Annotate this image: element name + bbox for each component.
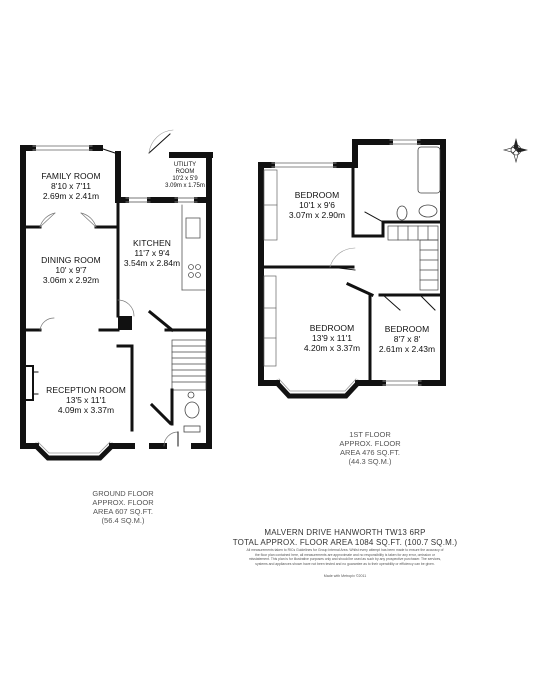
bedroom-3-dim-imperial: 8'7 x 8'	[393, 333, 421, 344]
bedroom-1-label: BEDROOM 10'1 x 9'6 3.07m x 2.90m	[282, 190, 352, 220]
stairs-first	[387, 225, 439, 291]
first-floor-area-line-2: APPROX. FLOOR	[339, 439, 401, 448]
first-floor-area: 1ST FLOOR APPROX. FLOOR AREA 476 SQ.FT. …	[325, 430, 415, 466]
reception-room-name: RECEPTION ROOM	[46, 385, 126, 395]
bedroom-1-dim-imperial: 10'1 x 9'6	[299, 199, 335, 210]
ground-floor-area: GROUND FLOOR APPROX. FLOOR AREA 607 SQ.F…	[78, 489, 168, 525]
first-floor-walls	[258, 139, 446, 386]
reception-room-label: RECEPTION ROOM 13'5 x 11'1 4.09m x 3.37m	[34, 385, 138, 415]
compass-rose-icon	[502, 138, 528, 164]
bedroom-2-dim-metric: 4.20m x 3.37m	[303, 342, 361, 353]
kitchen-dim-metric: 3.54m x 2.84m	[123, 257, 181, 268]
stairs-ground	[171, 339, 207, 391]
bedroom-1-name: BEDROOM	[294, 190, 340, 200]
first-floor-area-line-1: 1ST FLOOR	[349, 430, 391, 439]
bedroom-3-label: BEDROOM 8'7 x 8' 2.61m x 2.43m	[372, 324, 442, 354]
dining-room-name: DINING ROOM	[41, 255, 101, 265]
utility-room-dim-imperial: 10'2 x 5'9	[172, 175, 198, 182]
reception-room-dim-imperial: 13'5 x 11'1	[66, 394, 106, 405]
dining-room-dim-metric: 3.06m x 2.92m	[42, 274, 100, 285]
utility-room-dim-metric: 3.09m x 1.75m	[165, 182, 205, 189]
utility-room-name: UTILITY	[173, 162, 197, 168]
property-address: MALVERN DRIVE HANWORTH TW13 6RP	[264, 528, 426, 537]
dining-room-label: DINING ROOM 10' x 9'7 3.06m x 2.92m	[24, 255, 118, 285]
kitchen-dim-imperial: 11'7 x 9'4	[134, 247, 170, 258]
total-floor-area: TOTAL APPROX. FLOOR AREA 1084 SQ.FT. (10…	[232, 538, 458, 547]
bedroom-1-dim-metric: 3.07m x 2.90m	[288, 209, 346, 220]
family-room-dim-imperial: 8'10 x 7'11	[51, 180, 91, 191]
family-room-dim-metric: 2.69m x 2.41m	[42, 190, 100, 201]
reception-bay-window	[32, 441, 116, 461]
bedroom-3-dim-metric: 2.61m x 2.43m	[378, 343, 436, 354]
ground-floor-area-line-1: GROUND FLOOR	[92, 489, 154, 498]
bedroom-2-dim-imperial: 13'9 x 11'1	[312, 332, 352, 343]
utility-room-name-2: ROOM	[175, 168, 195, 175]
dining-room-dim-imperial: 10' x 9'7	[55, 264, 87, 275]
property-address-block: MALVERN DRIVE HANWORTH TW13 6RP TOTAL AP…	[225, 528, 465, 548]
family-room-window	[32, 145, 93, 151]
bedroom-3-name: BEDROOM	[384, 324, 430, 334]
first-floor-area-line-3: AREA 476 SQ.FT.	[339, 448, 401, 457]
ground-floor-area-line-2: APPROX. FLOOR	[92, 498, 154, 507]
reception-room-dim-metric: 4.09m x 3.37m	[57, 404, 115, 415]
made-with-credit: Made with Metropix ©2011	[323, 574, 367, 578]
utility-room-label: UTILITY ROOM 10'2 x 5'9 3.09m x 1.75m	[158, 162, 212, 190]
bedroom-2-label: BEDROOM 13'9 x 11'1 4.20m x 3.37m	[296, 323, 368, 353]
first-floor-area-line-4: (44.3 SQ.M.)	[348, 457, 392, 466]
kitchen-label: KITCHEN 11'7 x 9'4 3.54m x 2.84m	[120, 238, 184, 268]
kitchen-name: KITCHEN	[132, 238, 171, 248]
bedroom-2-name: BEDROOM	[309, 323, 355, 333]
family-room-label: FAMILY ROOM 8'10 x 7'11 2.69m x 2.41m	[26, 171, 116, 201]
family-room-name: FAMILY ROOM	[41, 171, 101, 181]
ground-floor-area-line-4: (56.4 SQ.M.)	[101, 516, 145, 525]
measurement-disclaimer: All measurements taken to RICs Guideline…	[246, 548, 444, 566]
ground-floor-area-line-3: AREA 607 SQ.FT.	[92, 507, 154, 516]
